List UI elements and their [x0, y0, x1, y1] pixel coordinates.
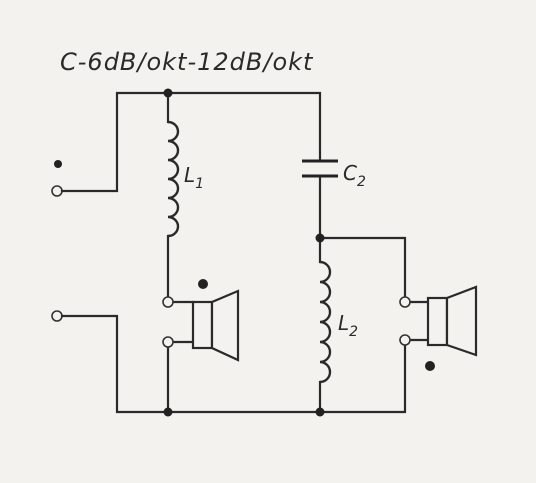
label-l1: L1	[184, 163, 204, 192]
speaker-2-polarity-dot	[425, 361, 435, 371]
speaker-2	[399, 285, 478, 371]
wire-bottom-rail	[60, 314, 407, 414]
speaker-2-magnet	[426, 296, 449, 347]
junction-top	[163, 88, 173, 98]
inductor-l1	[167, 120, 180, 238]
input-polarity-dot	[54, 160, 62, 168]
capacitor-c2	[302, 159, 338, 178]
label-l2: L2	[338, 311, 358, 340]
speaker-2-terminal-bottom[interactable]	[399, 334, 411, 346]
label-c2: C2	[343, 161, 366, 190]
junction-mid	[315, 233, 325, 243]
junction-bottom-right	[315, 407, 325, 417]
input-terminal-top[interactable]	[51, 185, 63, 197]
inductor-l2	[319, 260, 332, 384]
diagram-title: C-6dB/okt-12dB/okt	[60, 48, 314, 76]
speaker-1-cone	[210, 289, 240, 362]
junction-bottom-left	[163, 407, 173, 417]
speaker-1-terminal-top[interactable]	[162, 296, 174, 308]
speaker-1-leads	[171, 300, 195, 344]
wiring	[60, 91, 407, 414]
input-terminal-bottom[interactable]	[51, 310, 63, 322]
speaker-1-polarity-dot	[198, 279, 208, 289]
speaker-1	[162, 279, 240, 362]
speaker-2-terminal-top[interactable]	[399, 296, 411, 308]
speaker-2-cone	[445, 285, 478, 357]
speaker-1-magnet	[191, 300, 214, 350]
wire-top-rail	[60, 91, 322, 193]
wire-c2-to-speaker2	[318, 236, 407, 304]
speaker-1-terminal-bottom[interactable]	[162, 336, 174, 348]
speaker-2-leads	[408, 300, 430, 342]
